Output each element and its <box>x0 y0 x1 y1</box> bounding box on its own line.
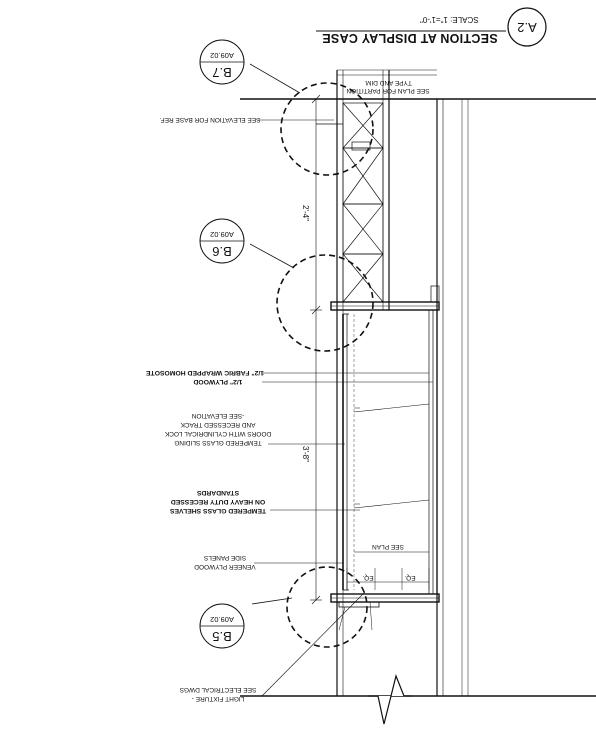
detail-tag-b5: B.5 A09.02 <box>199 603 245 649</box>
note-see-plan: SEE PLAN <box>372 543 404 550</box>
callout-leaders <box>249 63 301 605</box>
upper-cavity <box>316 102 384 303</box>
note-glass-3: AND RECESSED TRACK <box>180 421 256 428</box>
title-scale: SCALE: 1"=1'-0" <box>420 15 479 24</box>
note-veneer-1: VENEER PLYWOOD <box>194 563 256 570</box>
note-shelves-2: ON HEAVY DUTY RECESSED <box>171 498 266 505</box>
detail-tag-b7-sheet: A09.02 <box>210 51 234 60</box>
dimension-lines <box>310 94 322 605</box>
note-leaders <box>254 119 433 697</box>
note-glass-2: DOORS WITH CYLINDRICAL LOCK <box>164 430 271 437</box>
note-plan-partition-1: SEE PLAN FOR PARTITION <box>346 87 429 94</box>
note-light-1: LIGHT FIXTURE - <box>192 695 245 702</box>
detail-tag-b5-label: B.5 <box>212 629 232 644</box>
detail-tag-b5-sheet: A09.02 <box>210 615 234 624</box>
title-block: A.2 SECTION AT DISPLAY CASE SCALE: 1"=1'… <box>316 7 547 47</box>
detail-tag-b6: B.6 A09.02 <box>199 218 245 264</box>
note-eq-1: EQ. <box>362 574 373 581</box>
notes: SEE PLAN FOR PARTITION TYPE AND DIM. SEE… <box>146 79 430 702</box>
dim-upper: 2'-4" <box>301 205 310 221</box>
note-plywood: 1/2" PLYWOOD <box>193 378 242 385</box>
break-line <box>368 674 412 725</box>
title-name: SECTION AT DISPLAY CASE <box>322 31 498 45</box>
note-light-2: SEE ELECTRICAL DWGS <box>179 686 256 693</box>
detail-tag-b7-label: B.7 <box>212 65 232 80</box>
note-glass-1: TEMPERED GLASS SLIDING <box>174 439 261 446</box>
display-case <box>330 285 440 631</box>
note-eq-2: EQ. <box>404 574 415 581</box>
note-shelves-3: STANDARDS <box>196 489 239 496</box>
note-glass-4: -SEE ELEVATION <box>191 412 244 419</box>
dim-lower: 3'-8" <box>301 446 310 462</box>
detail-tag-b6-sheet: A09.02 <box>210 230 234 239</box>
note-elevation-base: SEE ELEVATION FOR BASE REF. <box>159 116 260 123</box>
title-tag: A.2 <box>517 20 537 35</box>
detail-tag-b6-label: B.6 <box>212 244 232 259</box>
note-plan-partition-2: TYPE AND DIM. <box>364 79 412 86</box>
note-homosote: 1/2" FABRIC WRAPPED HOMOSOTE <box>146 369 264 376</box>
callout-circles <box>276 82 374 648</box>
detail-tag-b7: B.7 A09.02 <box>199 39 245 85</box>
title-tag-circle <box>507 7 547 47</box>
note-veneer-2: SIDE PANELS <box>203 554 246 561</box>
note-shelves-1: TEMPERED GLASS SHELVES <box>169 507 266 514</box>
